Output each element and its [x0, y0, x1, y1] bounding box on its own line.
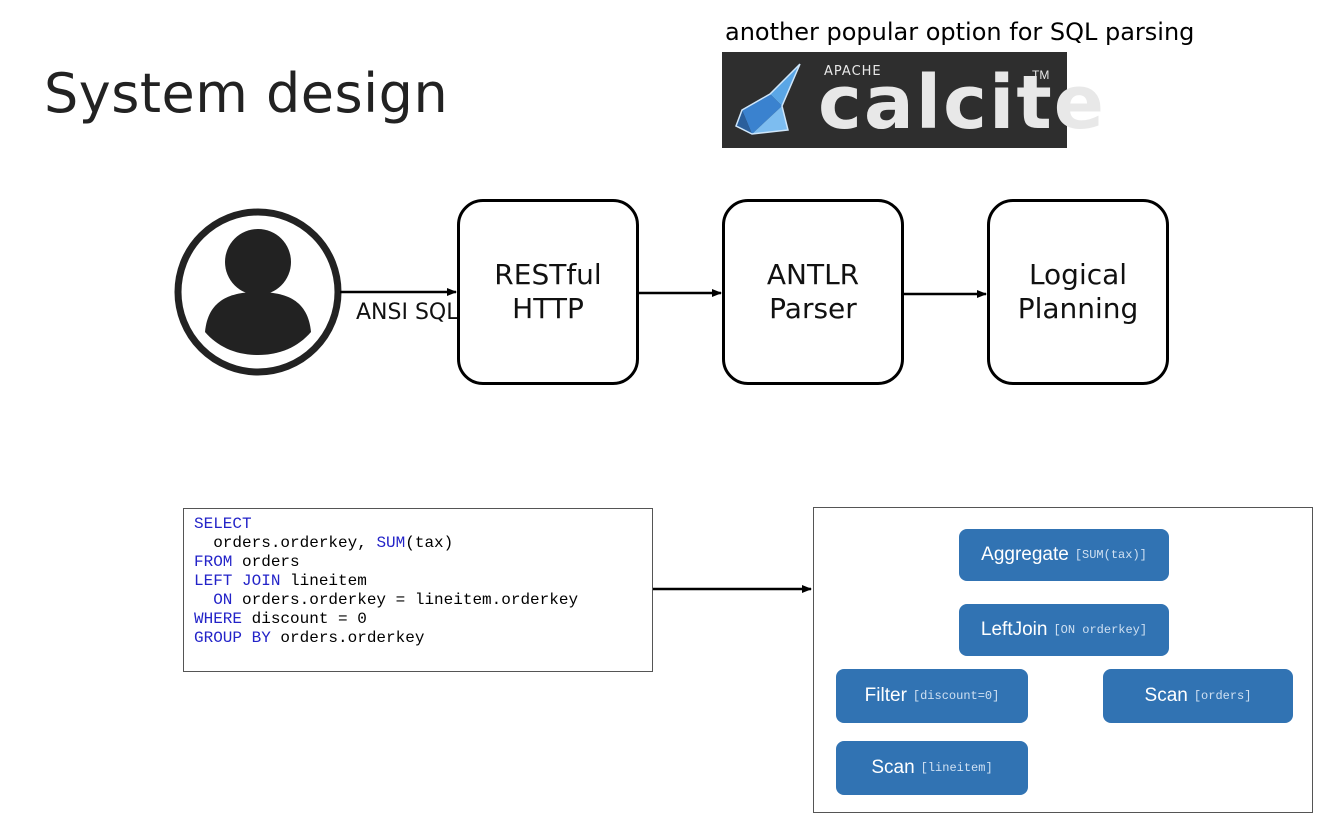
box-logical-planning: Logical Planning: [987, 199, 1169, 385]
node-name: Scan: [1144, 685, 1188, 706]
sql-text: orders: [232, 553, 300, 571]
sql-keyword: SELECT: [194, 515, 252, 533]
sql-keyword: GROUP BY: [194, 629, 271, 647]
plan-node-aggregate: Aggregate [SUM(tax)]: [959, 529, 1169, 581]
plan-node-scan-lineitem: Scan [lineitem]: [836, 741, 1028, 795]
plan-node-scan-orders: Scan [orders]: [1103, 669, 1293, 723]
node-name: Aggregate: [981, 544, 1069, 565]
node-name: Filter: [864, 685, 907, 706]
node-arg: [lineitem]: [920, 761, 993, 775]
plan-node-leftjoin: LeftJoin [ON orderkey]: [959, 604, 1169, 656]
calcite-caption: another popular option for SQL parsing: [725, 18, 1195, 46]
node-name: Scan: [871, 757, 915, 778]
sql-keyword: LEFT JOIN: [194, 572, 281, 590]
logo-trademark: TM: [1032, 68, 1050, 82]
user-avatar-icon: [174, 208, 342, 376]
node-arg: [discount=0]: [912, 689, 1000, 703]
sql-keyword: ON: [194, 591, 233, 609]
node-arg: [ON orderkey]: [1053, 623, 1148, 637]
sql-text: orders.orderkey: [270, 629, 425, 647]
edge-label-ansi-sql: ANSI SQL: [356, 300, 459, 325]
sql-text: discount = 0: [242, 610, 367, 628]
sql-text: (tax): [405, 534, 454, 552]
calcite-logo: calcite APACHE TM: [722, 52, 1104, 148]
crystal-icon: [735, 63, 801, 135]
sql-keyword: WHERE: [194, 610, 243, 628]
node-arg: [orders]: [1193, 689, 1252, 703]
node-arg: [SUM(tax)]: [1074, 548, 1147, 562]
sql-code-block: SELECT orders.orderkey, SUM(tax) FROM or…: [183, 508, 653, 672]
logo-wordmark: calcite: [818, 60, 1106, 146]
sql-keyword: FROM: [194, 553, 233, 571]
box-restful-http: RESTful HTTP: [457, 199, 639, 385]
logo-apache: APACHE: [824, 64, 882, 79]
sql-keyword: SUM: [376, 534, 406, 552]
page-title: System design: [44, 62, 449, 125]
sql-text: lineitem: [280, 572, 367, 590]
box-antlr-parser: ANTLR Parser: [722, 199, 904, 385]
sql-text: orders.orderkey,: [194, 534, 377, 552]
plan-node-filter: Filter [discount=0]: [836, 669, 1028, 723]
sql-text: orders.orderkey = lineitem.orderkey: [232, 591, 579, 609]
node-name: LeftJoin: [980, 619, 1048, 640]
